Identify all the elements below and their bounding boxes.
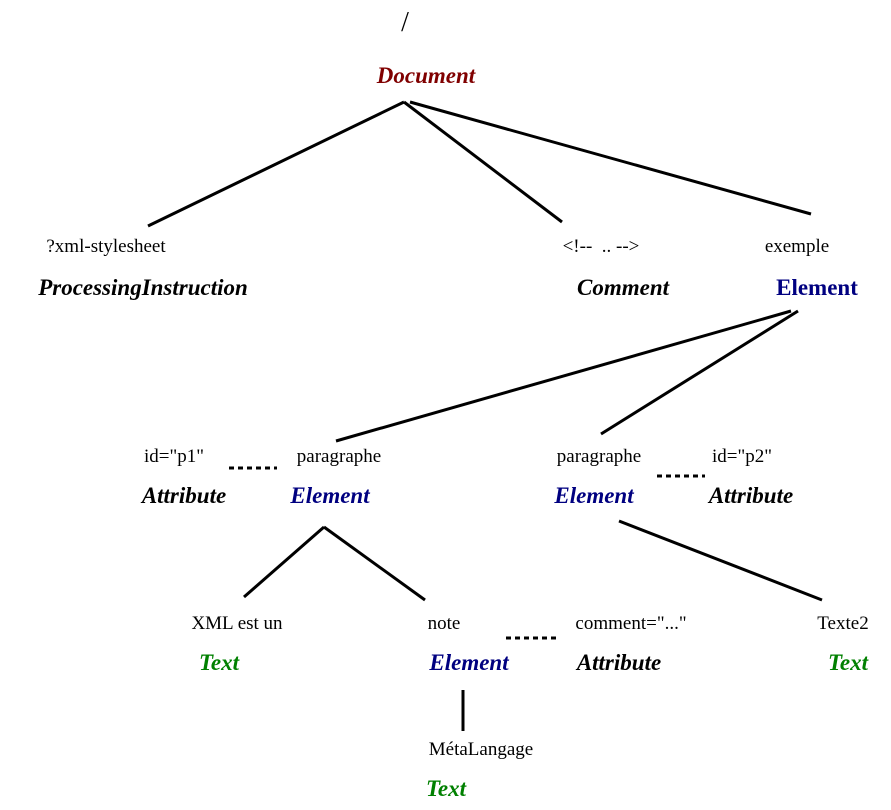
attribute-p2-name: id="p2" <box>712 446 772 467</box>
exemple-type: Element <box>776 275 858 300</box>
text1-name: XML est un <box>191 613 283 634</box>
node-attribute-p2: id="p2" Attribute <box>707 446 793 508</box>
attribute-note-name: comment="..." <box>575 613 686 634</box>
node-root: / Document <box>376 7 476 88</box>
note-name: note <box>428 613 461 634</box>
exemple-name: exemple <box>765 236 829 257</box>
node-text1: XML est un Text <box>191 613 283 675</box>
edge-document-exemple <box>409 100 812 216</box>
pi-type: ProcessingInstruction <box>37 275 248 300</box>
attribute-p2-type: Attribute <box>707 483 793 508</box>
comment-type: Comment <box>577 275 670 300</box>
paragraphe2-type: Element <box>553 483 634 508</box>
text3-name: MétaLangage <box>429 739 533 760</box>
comment-name: <!-- .. --> <box>563 236 640 257</box>
edge-paragraphe1-note <box>323 525 426 602</box>
root-symbol: / <box>401 7 409 38</box>
tree-edges <box>147 100 823 731</box>
attribute-p1-name: id="p1" <box>144 446 204 467</box>
edge-document-pi <box>147 100 405 228</box>
edge-paragraphe1-text1 <box>243 525 325 599</box>
root-type: Document <box>376 63 476 88</box>
edge-paragraphe2-text2 <box>618 519 823 602</box>
node-processing-instruction: ?xml-stylesheet ProcessingInstruction <box>37 236 248 300</box>
node-exemple: exemple Element <box>765 236 858 300</box>
paragraphe2-name: paragraphe <box>557 446 641 467</box>
edge-exemple-paragraphe1 <box>335 309 792 443</box>
attribute-note-type: Attribute <box>575 650 661 675</box>
paragraphe1-type: Element <box>289 483 370 508</box>
edge-document-comment <box>403 100 563 224</box>
text2-type: Text <box>828 650 869 675</box>
edge-exemple-paragraphe2 <box>600 309 799 436</box>
node-text2: Texte2 Text <box>817 613 868 675</box>
node-comment: <!-- .. --> Comment <box>563 236 670 300</box>
node-attribute-p1: id="p1" Attribute <box>140 446 226 508</box>
text1-type: Text <box>199 650 240 675</box>
node-text3: MétaLangage Text <box>426 739 533 801</box>
node-paragraphe1: paragraphe Element <box>289 446 381 508</box>
note-type: Element <box>428 650 509 675</box>
node-attribute-note: comment="..." Attribute <box>575 613 687 675</box>
text2-name: Texte2 <box>817 613 868 634</box>
pi-name: ?xml-stylesheet <box>46 236 166 257</box>
attribute-p1-type: Attribute <box>140 483 226 508</box>
paragraphe1-name: paragraphe <box>297 446 381 467</box>
node-paragraphe2: paragraphe Element <box>553 446 641 508</box>
node-note: note Element <box>428 613 510 675</box>
text3-type: Text <box>426 776 467 801</box>
